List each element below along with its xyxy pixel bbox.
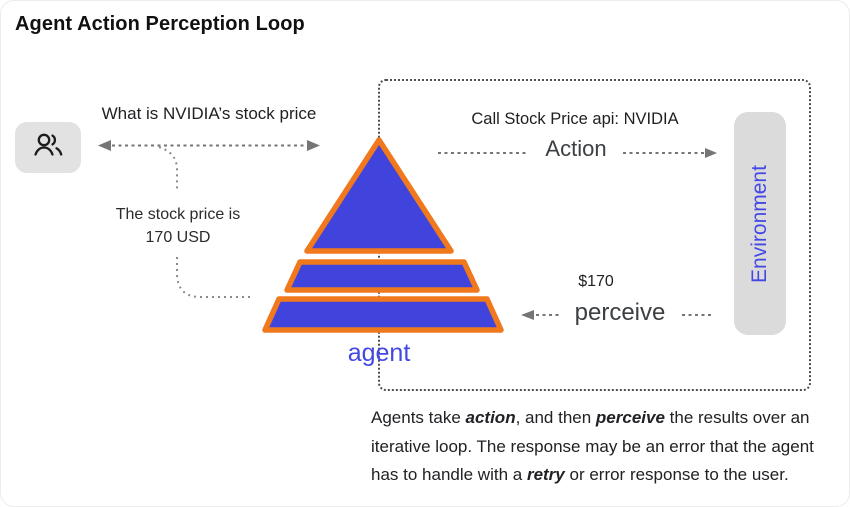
agent-label: agent (347, 339, 411, 367)
users-icon (31, 130, 65, 165)
page-title: Agent Action Perception Loop (15, 13, 305, 35)
agent-answer-line2: 170 USD (145, 229, 211, 246)
user-question-label: What is NVIDIA’s stock price (101, 104, 317, 123)
perceive-label: perceive (574, 299, 666, 326)
caption-paragraph: Agents take action, and then perceive th… (371, 408, 814, 484)
environment-pill: Environment (734, 112, 786, 335)
price-value-label: $170 (578, 273, 614, 290)
agent-answer-line1: The stock price is (115, 206, 241, 223)
action-label: Action (545, 136, 607, 161)
user-chip (15, 122, 81, 173)
api-call-label: Call Stock Price api: NVIDIA (471, 110, 679, 128)
environment-label: Environment (748, 164, 772, 283)
request-response-arrow (98, 140, 320, 151)
agent-answer-label: The stock price is 170 USD (96, 203, 260, 249)
